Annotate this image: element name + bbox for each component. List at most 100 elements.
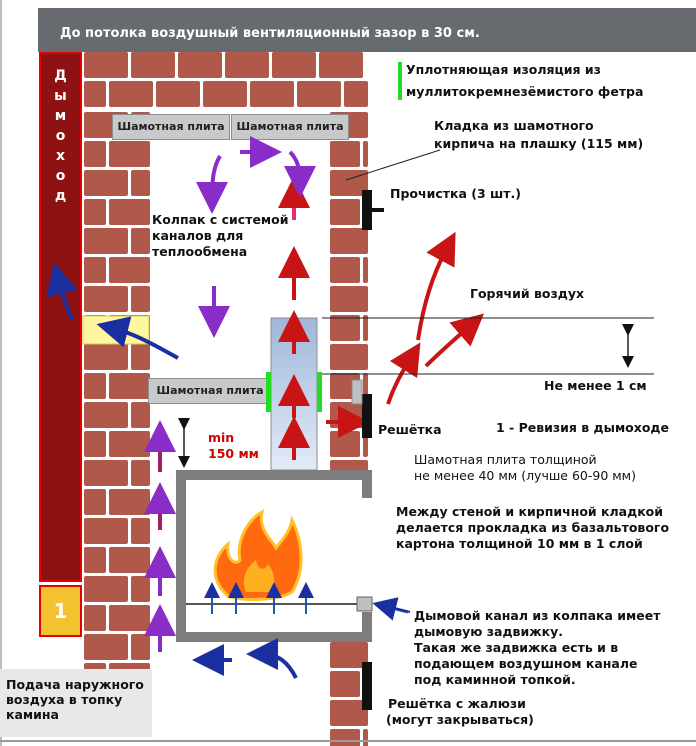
basalt-label: Между стеной и кирпичной кладкой [396, 504, 664, 519]
chamotte-plate-top-left: Шамотная плита [112, 114, 230, 140]
brick [84, 373, 106, 399]
flue-letter: о [55, 128, 66, 144]
cold-air-arrow [246, 638, 298, 679]
recirculation-arrow [283, 150, 316, 198]
ceiling-gap-banner: До потолка воздушный вентиляционный зазо… [38, 8, 696, 52]
hood-label: Колпак с системой [152, 212, 289, 227]
brick [178, 52, 222, 78]
brick [156, 81, 200, 107]
flue-letter: х [55, 148, 66, 164]
min-distance-label: min [208, 430, 235, 445]
brick [131, 286, 150, 312]
brick [363, 373, 368, 399]
outside-air-line: воздуха в топку [6, 692, 123, 707]
brick [84, 257, 106, 283]
brick [84, 605, 106, 631]
cleanout-door [362, 190, 372, 230]
brick [344, 81, 368, 107]
grille-label: Решётка [378, 422, 442, 437]
brick [363, 257, 368, 283]
bottom-damper [356, 596, 373, 612]
chimney-flue: Д ы м о х о д [39, 52, 82, 582]
plate-thickness-label: Шамотная плита толщиной [414, 452, 597, 467]
basalt-label: картона толщиной 10 мм в 1 слой [396, 536, 643, 551]
brick [330, 642, 368, 668]
hot-air-label: Горячий воздух [470, 286, 585, 301]
outside-air-line: камина [6, 707, 59, 722]
masonry-label: Кладка из шамотного [434, 118, 594, 133]
brick [84, 344, 128, 370]
brick [109, 431, 150, 457]
page-edge [0, 0, 2, 746]
brick [84, 141, 106, 167]
insulation-label: муллитокремнезёмистого фетра [406, 84, 644, 99]
brick [131, 634, 150, 660]
brick [84, 81, 106, 107]
revision-note: 1 - Ревизия в дымоходе [496, 420, 669, 435]
brick [131, 460, 150, 486]
brick [109, 141, 150, 167]
brick [330, 671, 360, 697]
brick [363, 141, 368, 167]
brick [109, 605, 150, 631]
revision-hatch: 1 [39, 585, 82, 637]
brick [297, 81, 341, 107]
brick [84, 170, 128, 196]
outside-air-label: Подача наружного воздуха в топку камина [6, 677, 144, 722]
brick [109, 373, 150, 399]
chamotte-plate-middle: Шамотная плита [148, 378, 272, 404]
insulation-marker [398, 62, 402, 100]
min-distance-value: 150 мм [208, 446, 259, 461]
outside-air-line: Подача наружного [6, 677, 144, 692]
brick [330, 141, 360, 167]
upper-grille [362, 394, 372, 438]
firebox-throat-left [270, 470, 272, 480]
flue-letter: м [54, 108, 67, 124]
hot-air-arrow [386, 342, 421, 405]
brick [109, 489, 150, 515]
damper-note: Такая же задвижка есть и в [414, 640, 619, 655]
brick [131, 576, 150, 602]
pointer-line [345, 149, 441, 181]
basalt-label: делается прокладка из базальтового [396, 520, 670, 535]
brick [84, 547, 106, 573]
brick [84, 634, 128, 660]
cleanout-label: Прочистка (3 шт.) [390, 186, 522, 201]
brick [363, 315, 368, 341]
brick [330, 315, 360, 341]
brick [330, 228, 368, 254]
brick [131, 344, 150, 370]
brick [330, 199, 360, 225]
brick [109, 81, 153, 107]
bottom-rule [0, 740, 696, 742]
brick [250, 81, 294, 107]
recirculation-arrow [196, 154, 229, 214]
brick [131, 52, 175, 78]
flue-letter: ы [54, 88, 67, 104]
pointer-bar [351, 379, 363, 405]
damper-note: подающем воздушном канале [414, 656, 638, 671]
masonry-label: кирпича на плашку (115 мм) [434, 136, 644, 151]
brick [330, 344, 368, 370]
brick [84, 228, 128, 254]
insulation-strip-left [266, 372, 271, 412]
brick [203, 81, 247, 107]
louver-label: Решётка с жалюзи [388, 696, 526, 711]
damper-pointer-arrow [385, 605, 411, 613]
chamotte-plate-top-right: Шамотная плита [231, 114, 349, 140]
brick [225, 52, 269, 78]
cold-air-arrow [46, 262, 78, 321]
min-gap-label: Не менее 1 см [544, 378, 647, 393]
brick [109, 547, 150, 573]
flue-letter: Д [54, 68, 67, 84]
insulation-label: Уплотняющая изоляция из [406, 62, 601, 77]
hood-label: каналов для [152, 228, 244, 243]
flue-letter: о [55, 168, 66, 184]
hood-label: теплообмена [152, 244, 248, 259]
hot-air-arrow [416, 231, 456, 341]
cold-air-arrow [96, 316, 179, 360]
cleanout-handle [372, 208, 384, 212]
brick [131, 170, 150, 196]
